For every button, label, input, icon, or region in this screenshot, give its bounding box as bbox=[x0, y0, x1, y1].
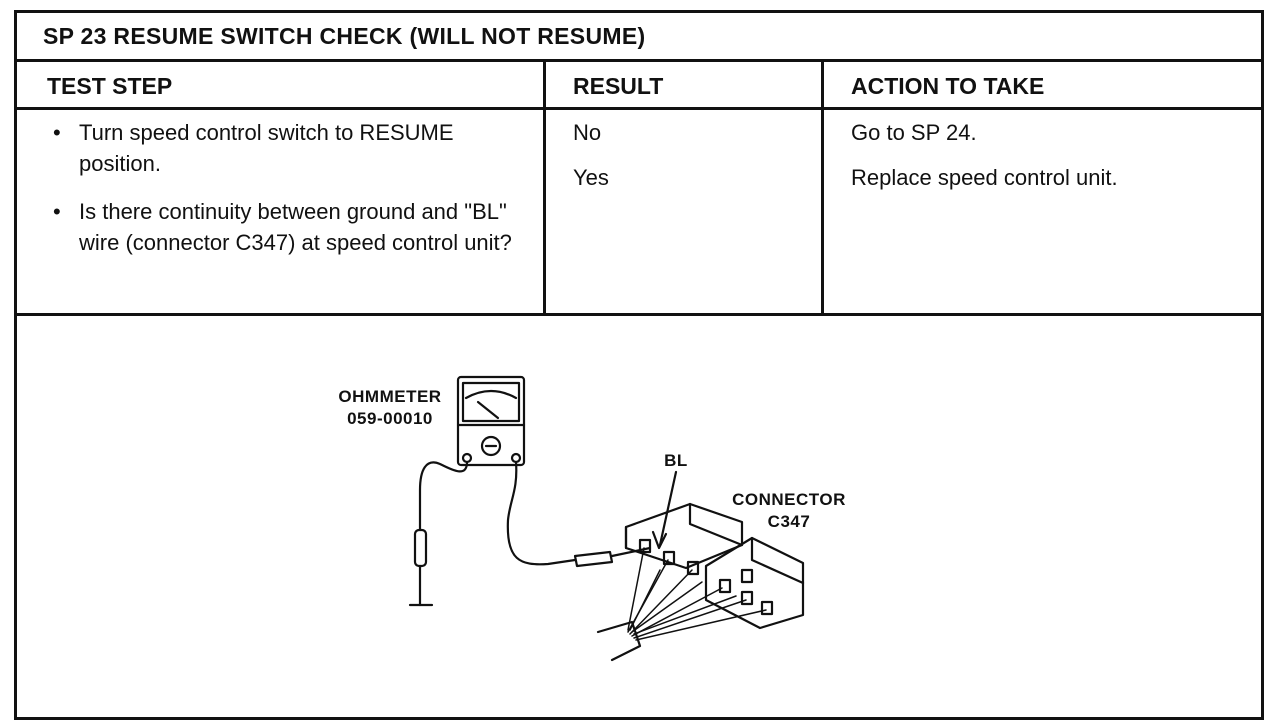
action-no: Go to SP 24. bbox=[851, 120, 977, 145]
test-step-text: Turn speed control switch to RESUME posi… bbox=[79, 120, 454, 176]
result-yes: Yes bbox=[573, 165, 609, 190]
test-step-list: • Turn speed control switch to RESUME po… bbox=[49, 117, 539, 275]
action-yes: Replace speed control unit. bbox=[851, 165, 1118, 190]
bullet-icon: • bbox=[53, 120, 61, 145]
diagram-divider bbox=[17, 313, 1261, 316]
action-header: ACTION TO TAKE bbox=[851, 73, 1045, 99]
title-divider bbox=[17, 59, 1261, 62]
procedure-title: SP 23 RESUME SWITCH CHECK (WILL NOT RESU… bbox=[43, 23, 646, 49]
connector-name: CONNECTOR bbox=[732, 490, 846, 509]
test-step-text: Is there continuity between ground and "… bbox=[79, 199, 512, 255]
connector-icon bbox=[624, 502, 805, 630]
bl-wire-label: BL bbox=[664, 451, 688, 470]
connector-id: C347 bbox=[767, 512, 811, 531]
bullet-icon: • bbox=[53, 199, 61, 224]
result-header: RESULT bbox=[573, 73, 664, 99]
ohmmeter-name: OHMMETER bbox=[338, 387, 442, 406]
column-divider-1 bbox=[543, 59, 546, 313]
ohmmeter-part-number: 059-00010 bbox=[347, 409, 433, 428]
test-step-item: • Is there continuity between ground and… bbox=[49, 196, 539, 258]
ohmmeter-label: OHMMETER 059-00010 bbox=[322, 386, 458, 430]
ohmmeter-icon bbox=[456, 375, 526, 467]
connector-label: CONNECTOR C347 bbox=[716, 489, 862, 533]
test-step-item: • Turn speed control switch to RESUME po… bbox=[49, 117, 539, 179]
header-divider bbox=[17, 107, 1261, 110]
column-divider-2 bbox=[821, 59, 824, 313]
test-step-header: TEST STEP bbox=[47, 73, 173, 99]
procedure-table: SP 23 RESUME SWITCH CHECK (WILL NOT RESU… bbox=[14, 10, 1264, 720]
result-no: No bbox=[573, 120, 602, 145]
